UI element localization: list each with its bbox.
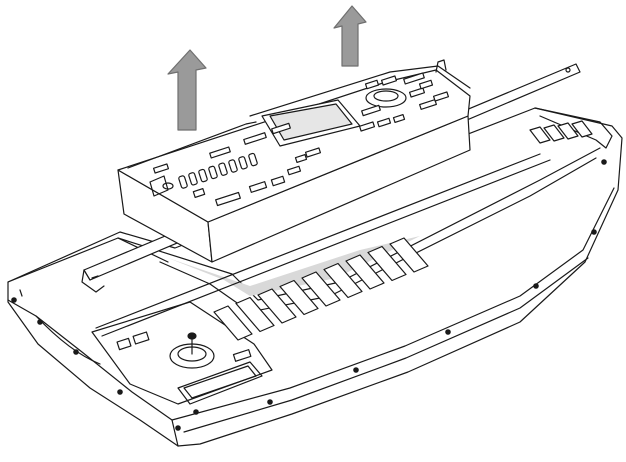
joystick — [169, 332, 215, 369]
module-slider — [228, 159, 238, 173]
module-button — [376, 117, 392, 128]
keyboard-key — [279, 279, 319, 316]
module-knob — [435, 59, 447, 73]
module-button — [403, 72, 425, 85]
module-button — [294, 153, 308, 164]
module-button — [248, 181, 268, 193]
screw — [591, 229, 597, 235]
keyboard-key — [389, 237, 429, 273]
rail-line-1 — [95, 153, 541, 329]
keyboard-key — [557, 122, 579, 140]
module-slider — [198, 168, 208, 183]
module-slider — [238, 156, 248, 170]
screw — [37, 319, 43, 325]
module-button — [271, 122, 291, 135]
keyboard-key — [257, 288, 297, 324]
screw — [267, 399, 273, 405]
front-bevel — [171, 187, 615, 421]
key-row — [213, 120, 593, 341]
module-button — [304, 147, 322, 158]
module-button — [209, 146, 231, 159]
module-front-slot — [149, 175, 169, 197]
screw — [353, 367, 359, 373]
keyboard-key — [345, 254, 385, 290]
strip-bend-left — [81, 269, 105, 293]
screw — [11, 297, 17, 303]
module-back-ridge — [249, 65, 471, 117]
recess-shadow — [168, 236, 420, 296]
keyboard-key — [571, 120, 593, 138]
module-button — [270, 175, 286, 187]
module-button — [364, 79, 380, 90]
module-button — [432, 91, 450, 102]
keyboard-key — [301, 271, 341, 307]
module-slider — [188, 172, 198, 186]
module-buttons — [152, 72, 450, 207]
screw — [533, 283, 539, 289]
keyboard-key — [543, 124, 565, 142]
left-endcap-face — [7, 299, 179, 447]
button-a — [116, 337, 132, 351]
module-slider — [208, 165, 218, 180]
module-button — [243, 132, 267, 145]
keyboard-chassis — [7, 107, 623, 447]
module-button — [358, 121, 376, 132]
keyboard-key — [367, 245, 407, 282]
module-slider — [218, 162, 228, 176]
strip-hole-left — [91, 275, 99, 279]
screw — [193, 409, 199, 415]
keyboard-key — [213, 305, 253, 341]
strip-edge — [83, 269, 91, 281]
module-button — [192, 188, 206, 198]
module-button — [215, 191, 241, 207]
left-endcap-curve — [35, 315, 101, 365]
module-button — [392, 113, 406, 124]
keyboard-key — [235, 296, 275, 333]
panel-recess-inner — [159, 157, 597, 313]
button-c — [232, 349, 252, 362]
up-arrow-left — [167, 49, 207, 131]
lifted-control-module — [117, 59, 471, 263]
module-button — [286, 165, 302, 176]
button-b — [132, 331, 150, 345]
strip-hole-right — [565, 67, 571, 73]
module-top-inner — [127, 121, 257, 169]
module-button — [380, 75, 398, 86]
screws — [11, 159, 607, 431]
module-button — [418, 79, 434, 90]
keyboard-key — [529, 126, 551, 144]
front-bevel-inner — [183, 257, 589, 433]
display-window — [177, 361, 263, 405]
screw — [601, 159, 607, 165]
screw — [73, 349, 79, 355]
up-arrow-right — [333, 5, 367, 67]
control-area — [91, 301, 273, 405]
module-button — [361, 104, 381, 117]
screw — [175, 425, 181, 431]
screw — [117, 389, 123, 395]
module-button — [419, 99, 437, 110]
module-slider — [248, 152, 258, 167]
module-dial — [365, 88, 407, 108]
module-slider — [178, 175, 188, 189]
module-button — [408, 87, 426, 98]
screw — [445, 329, 451, 335]
module-button — [152, 163, 170, 174]
keyboard-key — [323, 262, 363, 299]
display-window-inner — [183, 365, 257, 399]
lift-arrows — [167, 5, 367, 131]
left-endcap-slot — [19, 289, 23, 297]
